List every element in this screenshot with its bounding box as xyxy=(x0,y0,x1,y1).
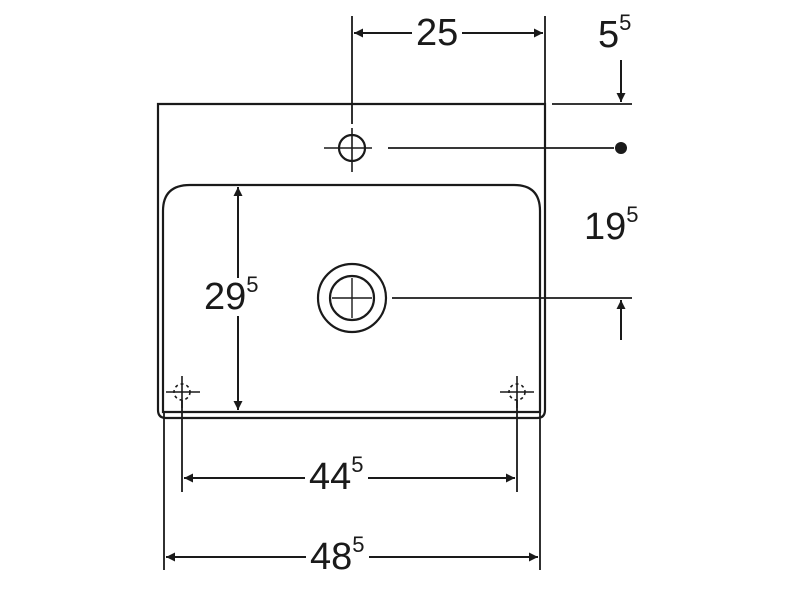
reference-dot xyxy=(615,142,627,154)
dim-label-tap-to-drain: 195 xyxy=(584,202,639,248)
dim-label-overall-width: 485 xyxy=(306,534,369,576)
dim-label-tap-offset: 25 xyxy=(412,14,463,52)
mounting-hole-left xyxy=(166,376,200,408)
drain-outer-circle xyxy=(316,262,388,334)
extension-lines xyxy=(163,16,632,570)
tap-hole xyxy=(324,128,372,172)
dim-label-top-margin: 55 xyxy=(598,10,632,56)
dim-label-bowl-depth: 295 xyxy=(200,274,263,316)
basin-outer-edge xyxy=(156,102,547,420)
drain xyxy=(316,262,388,334)
dim-label-mounting-spacing: 445 xyxy=(305,454,368,496)
drain-inner-circle xyxy=(328,274,376,322)
